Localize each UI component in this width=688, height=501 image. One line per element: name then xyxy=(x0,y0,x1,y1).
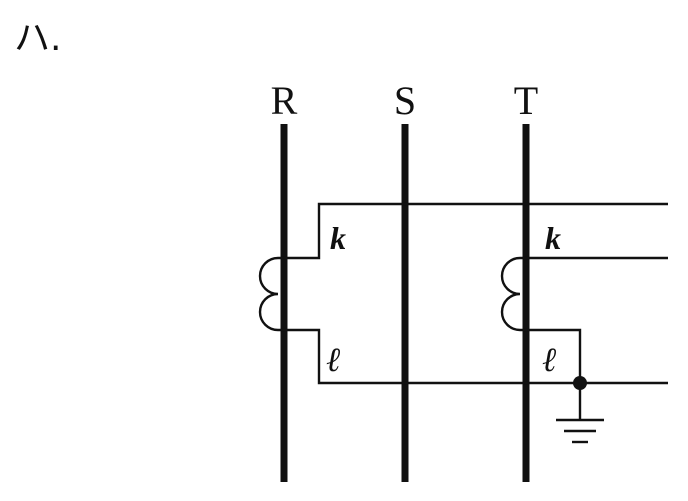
terminal-label-r-l: ℓ xyxy=(326,342,340,379)
terminal-label-t-l: ℓ xyxy=(542,342,556,379)
wire-t-l xyxy=(526,328,582,383)
wire-r-k xyxy=(284,202,668,260)
ct-coil-r xyxy=(258,256,284,332)
bus-label-t: T xyxy=(514,78,538,123)
wire-r-l xyxy=(284,328,668,385)
ct-coil-t xyxy=(500,256,526,332)
option-label: ハ. xyxy=(14,18,61,59)
terminal-label-t-k: k xyxy=(545,220,561,256)
bus-label-s: S xyxy=(394,78,416,123)
ground-icon xyxy=(556,383,604,444)
bus-label-r: R xyxy=(271,78,298,123)
terminal-label-r-k: k xyxy=(330,220,346,256)
